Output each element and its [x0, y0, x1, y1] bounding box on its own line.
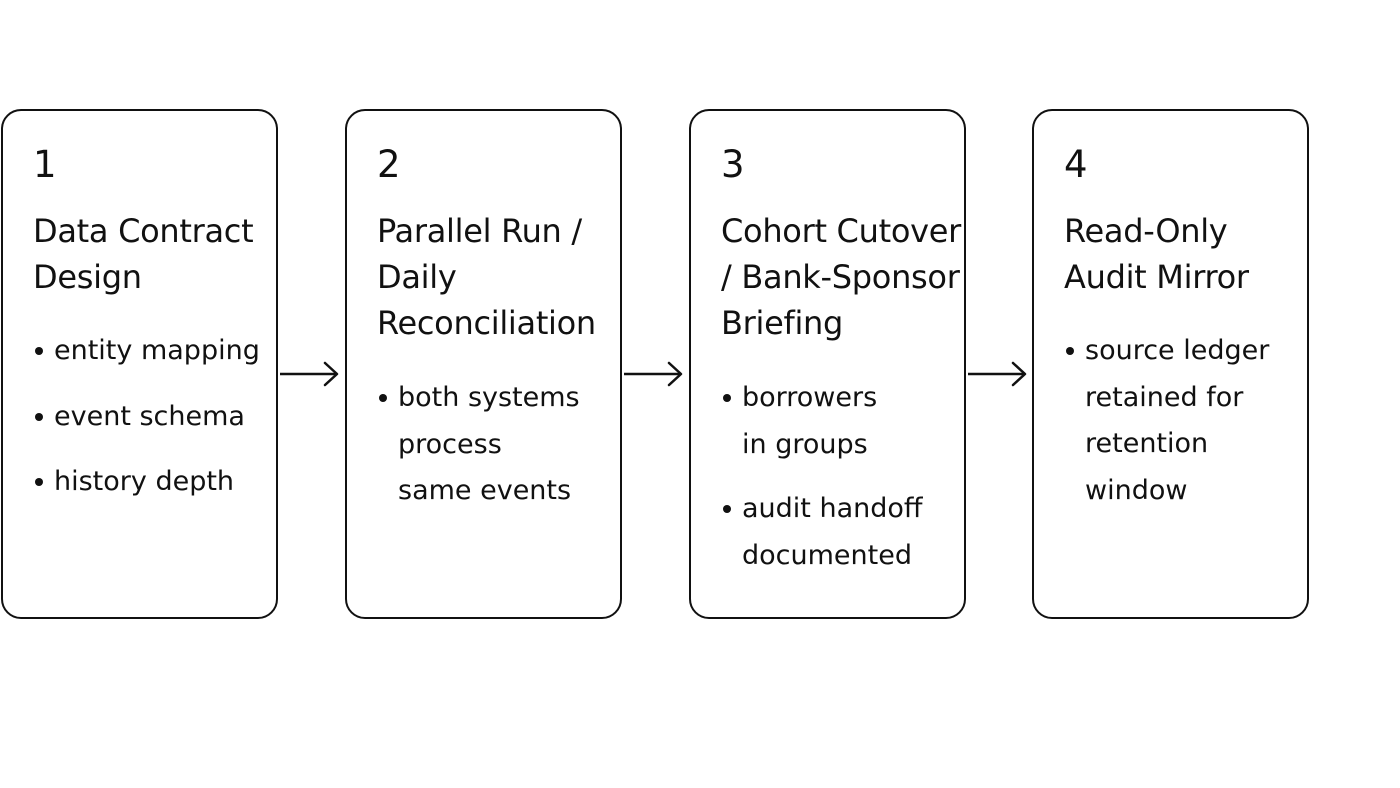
bullet-text: history depth	[54, 466, 235, 497]
step-title-line: Briefing	[721, 304, 844, 342]
bullet-item: source ledger retained for retention win…	[1064, 328, 1304, 514]
bullet-item: both systems process same events	[377, 375, 617, 515]
step-card-2: 2 Parallel Run / Daily Reconciliation bo…	[345, 109, 622, 619]
step-bullet-list: source ledger retained for retention win…	[1064, 328, 1304, 514]
bullet-text: same events	[398, 475, 572, 506]
step-title-line: Data Contract	[33, 212, 254, 250]
bullet-text: source ledger	[1085, 335, 1270, 366]
step-number: 3	[721, 143, 745, 186]
bullet-text: event schema	[54, 400, 245, 432]
step-number: 2	[377, 143, 401, 186]
step-title: Read-Only Audit Mirror	[1064, 208, 1309, 300]
step-title-line: / Bank-Sponsor	[721, 258, 960, 296]
bullet-item: event schema	[33, 394, 273, 441]
bullet-text: in groups	[742, 428, 868, 460]
bullet-dot-icon	[35, 412, 43, 421]
bullet-dot-icon	[1066, 347, 1074, 355]
arrow-right-icon	[624, 361, 683, 387]
step-title: Cohort Cutover / Bank-Sponsor Briefing	[721, 208, 966, 346]
bullet-dot-icon	[35, 347, 43, 355]
step-title-line: Parallel Run /	[377, 212, 582, 250]
bullet-text: window	[1085, 474, 1188, 506]
bullet-text: borrowers	[742, 382, 878, 413]
step-title-line: Reconciliation	[377, 304, 596, 342]
step-title: Data Contract Design	[33, 208, 278, 300]
arrow-right-icon	[968, 361, 1027, 387]
arrow-right-icon	[280, 361, 339, 387]
bullet-text: documented	[742, 539, 912, 571]
bullet-text: retention	[1085, 428, 1209, 459]
step-title-line: Read-Only	[1064, 212, 1228, 250]
bullet-dot-icon	[723, 505, 731, 513]
bullet-dot-icon	[723, 394, 731, 402]
step-card-1: 1 Data Contract Design entity mapping ev…	[1, 109, 278, 619]
step-card-4: 4 Read-Only Audit Mirror source ledger r…	[1032, 109, 1309, 619]
bullet-dot-icon	[379, 394, 387, 402]
step-title-line: Cohort Cutover	[721, 212, 961, 250]
step-title-line: Daily	[377, 258, 457, 296]
bullet-text: audit handoff	[742, 493, 923, 524]
bullet-text: both systems	[398, 382, 580, 413]
bullet-text: entity mapping	[54, 335, 260, 366]
bullet-item: audit handoff documented	[721, 486, 961, 579]
bullet-text: process	[398, 428, 502, 460]
bullet-dot-icon	[35, 478, 43, 486]
step-number: 1	[33, 143, 57, 186]
bullet-text: retained for	[1085, 381, 1244, 413]
step-title: Parallel Run / Daily Reconciliation	[377, 208, 622, 346]
step-number: 4	[1064, 143, 1088, 186]
step-bullet-list: borrowers in groups audit handoff docume…	[721, 375, 961, 579]
step-title-line: Design	[33, 258, 142, 296]
bullet-item: borrowers in groups	[721, 375, 961, 468]
step-bullet-list: both systems process same events	[377, 375, 617, 515]
bullet-item: history depth	[33, 459, 273, 506]
step-title-line: Audit Mirror	[1064, 258, 1249, 296]
step-bullet-list: entity mapping event schema history dept…	[33, 328, 273, 506]
step-card-3: 3 Cohort Cutover / Bank-Sponsor Briefing…	[689, 109, 966, 619]
bullet-item: entity mapping	[33, 328, 273, 375]
